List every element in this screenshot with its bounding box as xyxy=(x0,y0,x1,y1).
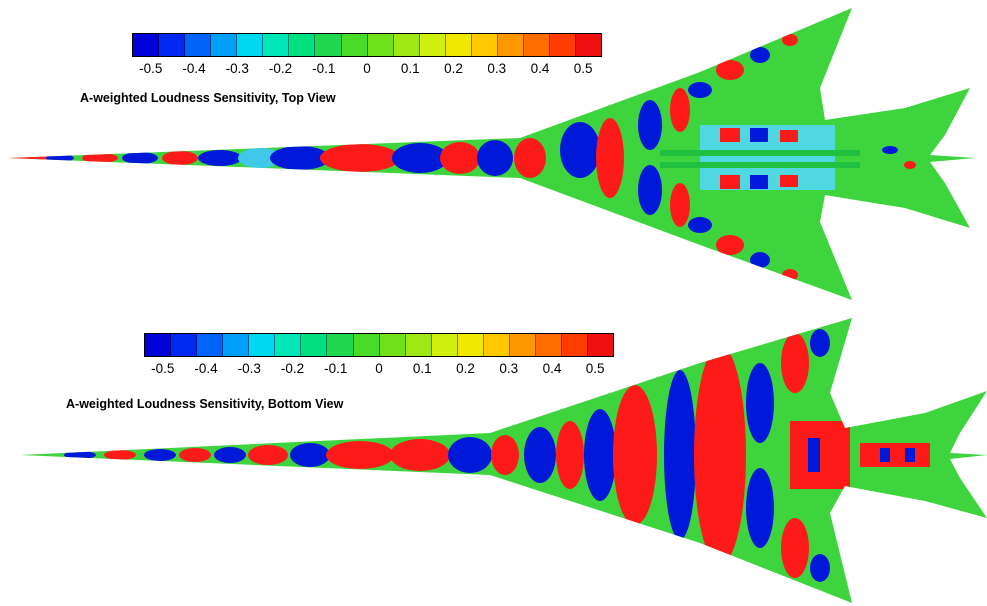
colorbar-swatch xyxy=(379,334,406,356)
colorbar-tick-label: -0.2 xyxy=(268,61,293,76)
top-view-title: A-weighted Loudness Sensitivity, Top Vie… xyxy=(80,91,336,105)
colorbar-tick-label: -0.3 xyxy=(237,361,261,376)
colorbar-swatch xyxy=(405,334,432,356)
colorbar-swatch xyxy=(497,34,524,56)
colorbar-tick-label: -0.4 xyxy=(194,361,218,376)
colorbar-tick-label: -0.1 xyxy=(324,361,348,376)
aircraft-top-view-contour xyxy=(8,8,975,300)
colorbar-tick-label: 0.4 xyxy=(542,361,562,376)
colorbar-swatch xyxy=(550,34,577,56)
colorbar-swatch xyxy=(211,34,238,56)
colorbar-tick-label: -0.2 xyxy=(280,361,305,376)
colorbar-gradient xyxy=(132,33,602,57)
colorbar-swatch xyxy=(535,334,562,356)
colorbar-swatch xyxy=(289,34,316,56)
colorbar-swatch xyxy=(223,334,250,356)
colorbar-tick-label: -0.3 xyxy=(225,61,249,76)
colorbar-swatch xyxy=(275,334,302,356)
top-view-panel: -0.5 -0.4 -0.3 -0.2 -0.1 0 0.1 0.2 0.3 0.4 0.5 A-w… xyxy=(8,8,975,300)
colorbar-gradient xyxy=(144,333,614,357)
colorbar-swatch xyxy=(237,34,264,56)
colorbar-swatch xyxy=(263,34,290,56)
colorbar-tick-label: -0.4 xyxy=(182,61,206,76)
colorbar-ticks: -0.5 -0.4 -0.3 -0.2 -0.1 0 0.1 0.2 0.3 0.4 0.5 xyxy=(144,357,614,377)
colorbar-swatch xyxy=(315,34,342,56)
colorbar-ticks: -0.5 -0.4 -0.3 -0.2 -0.1 0 0.1 0.2 0.3 0.4 0.5 xyxy=(132,57,602,77)
colorbar-swatch xyxy=(301,334,328,356)
colorbar-tick-label: 0.2 xyxy=(444,61,463,76)
colorbar-swatch xyxy=(588,334,614,356)
colorbar-swatch xyxy=(185,34,212,56)
colorbar-tick-label: 0 xyxy=(375,361,383,376)
colorbar-swatch xyxy=(367,34,394,56)
colorbar-swatch xyxy=(509,334,536,356)
colorbar-swatch xyxy=(523,34,550,56)
colorbar-tick-label: 0 xyxy=(363,61,371,76)
colorbar-tick-label: 0.2 xyxy=(456,361,475,376)
colorbar-swatch xyxy=(471,34,498,56)
colorbar-tick-label: -0.1 xyxy=(312,61,336,76)
colorbar-tick-label: 0.1 xyxy=(412,361,432,376)
colorbar-swatch xyxy=(159,34,186,56)
colorbar-swatch xyxy=(393,34,420,56)
colorbar-swatch xyxy=(341,34,368,56)
colorbar-swatch xyxy=(483,334,510,356)
colorbar-swatch xyxy=(133,34,160,56)
colorbar-tick-label: 0.4 xyxy=(530,61,550,76)
colorbar-tick-label: -0.5 xyxy=(151,361,175,376)
colorbar-swatch xyxy=(145,334,172,356)
bottom-view-panel: -0.5 -0.4 -0.3 -0.2 -0.1 0 0.1 0.2 0.3 0.4 0.5 A-w… xyxy=(0,303,987,606)
colorbar-tick-label: 0.5 xyxy=(573,61,593,76)
colorbar-swatch xyxy=(562,334,589,356)
colorbar-tick-label: 0.3 xyxy=(487,61,507,76)
colorbar-swatch xyxy=(431,334,458,356)
aircraft-bottom-view-contour xyxy=(20,318,987,603)
colorbar-swatch xyxy=(327,334,354,356)
colorbar-tick-label: 0.1 xyxy=(400,61,420,76)
colorbar-tick-label: 0.5 xyxy=(585,361,605,376)
colorbar-bottom: -0.5 -0.4 -0.3 -0.2 -0.1 0 0.1 0.2 0.3 0.4 0.5 xyxy=(144,333,614,377)
colorbar-top: -0.5 -0.4 -0.3 -0.2 -0.1 0 0.1 0.2 0.3 0.4 0.5 xyxy=(132,33,602,77)
bottom-view-title: A-weighted Loudness Sensitivity, Bottom … xyxy=(66,397,344,411)
colorbar-tick-label: 0.3 xyxy=(499,361,519,376)
colorbar-swatch xyxy=(171,334,198,356)
colorbar-swatch xyxy=(197,334,224,356)
colorbar-swatch xyxy=(445,34,472,56)
colorbar-swatch xyxy=(353,334,380,356)
colorbar-tick-label: -0.5 xyxy=(139,61,163,76)
colorbar-swatch xyxy=(457,334,484,356)
colorbar-swatch xyxy=(249,334,276,356)
colorbar-swatch xyxy=(576,34,602,56)
colorbar-swatch xyxy=(419,34,446,56)
